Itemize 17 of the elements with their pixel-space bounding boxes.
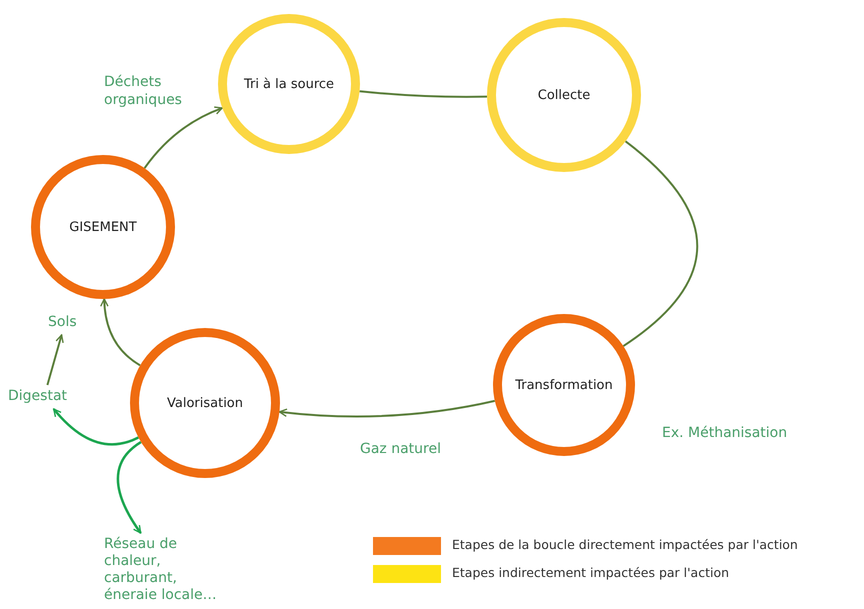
flow-label: Réseau de chaleur, carburant, éneraie locale… xyxy=(104,536,234,604)
arrow xyxy=(100,298,141,366)
stage-label: GISEMENT xyxy=(69,220,137,234)
flow-label: Digestat xyxy=(8,388,80,405)
arrow xyxy=(144,106,223,169)
arrow xyxy=(278,400,496,418)
legend-text: Etapes indirectement impactées par l'action xyxy=(452,565,730,580)
stage-label: Transformation xyxy=(515,378,613,392)
stage-label: Collecte xyxy=(538,88,590,102)
stage-label: Tri à la source xyxy=(244,76,334,92)
arrow xyxy=(46,334,64,386)
arrow xyxy=(116,441,142,534)
flow-label: Sols xyxy=(48,314,82,331)
arrow xyxy=(52,408,139,446)
stage-label: Valorisation xyxy=(166,396,243,410)
note-text: Ex. Méthanisation xyxy=(662,425,788,441)
legend-text: Etapes de la boucle directement impactées par l'action xyxy=(452,537,798,552)
